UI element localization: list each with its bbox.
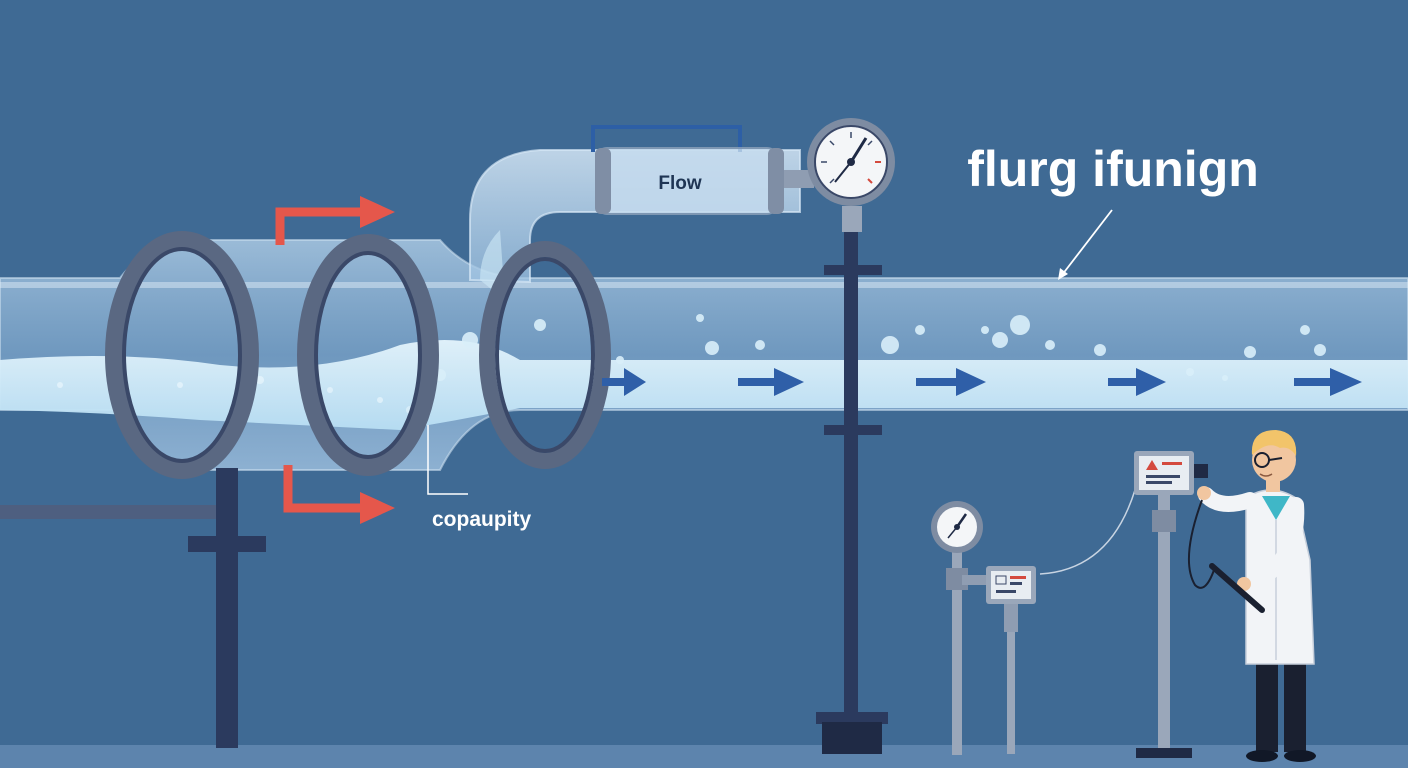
- flow-label: Flow: [658, 173, 701, 194]
- pipe-ring-1: [105, 231, 259, 479]
- water-stream: [0, 314, 1408, 430]
- flow-bracket: [591, 125, 742, 152]
- diagram-title: flurg ifunign: [967, 141, 1259, 197]
- capacity-label: copaupity: [432, 508, 531, 531]
- red-bypass-arrow-top: [275, 207, 365, 245]
- meter-cable: [1039, 489, 1136, 575]
- red-bypass-arrow-top-head: [360, 196, 395, 228]
- title-pointer-head: [1058, 268, 1068, 280]
- red-bypass-arrow-bottom: [283, 465, 365, 513]
- flow-section: [595, 147, 814, 215]
- title-pointer-line: [1061, 209, 1113, 276]
- pipe-ring-2: [297, 234, 439, 476]
- pipe-ring-3: [479, 241, 611, 469]
- red-bypass-arrow-bottom-head: [360, 492, 395, 524]
- capacity-callout-line: [427, 425, 468, 495]
- pressure-gauge-icon: [807, 118, 895, 206]
- engineer-figure-icon: [1187, 430, 1316, 762]
- ground-flow-meter: [986, 566, 1036, 754]
- main-pipe: [0, 239, 1408, 471]
- floor-strip: [0, 745, 1408, 768]
- ground-gauge-assembly: [931, 501, 990, 755]
- background-rail: [0, 505, 220, 519]
- handheld-monitor-icon: [1134, 451, 1208, 758]
- flow-direction-arrow-icon: [602, 368, 1362, 396]
- left-support-stand: [188, 468, 266, 748]
- central-support-pole: [816, 206, 888, 754]
